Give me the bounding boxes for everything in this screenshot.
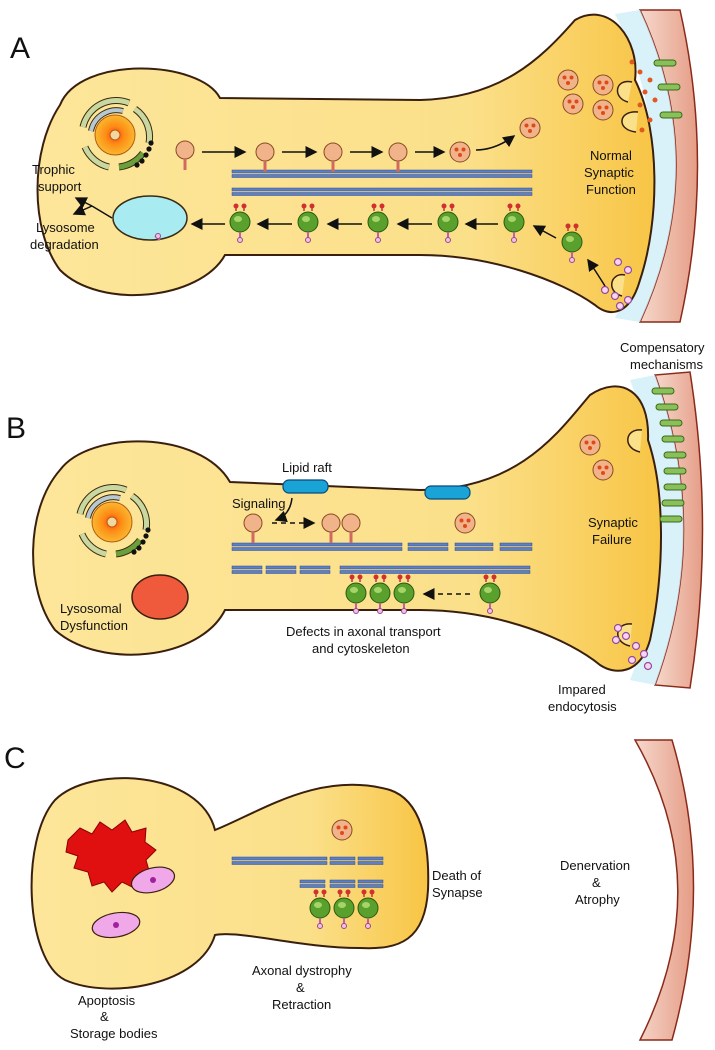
panel-b: B Compensatory mechanisms: [6, 340, 705, 714]
label-endocytosis-2: endocytosis: [548, 699, 617, 714]
vesicle-icon: [454, 512, 476, 534]
release-pocket: [621, 111, 639, 133]
vesicle-icon: [557, 69, 579, 91]
receptor-icon: [653, 59, 683, 119]
label-lysosome-1: Lysosome: [36, 220, 95, 235]
arrow-icon: [190, 218, 606, 287]
endocytic-vesicles: [600, 257, 633, 311]
arrow-icon: [202, 135, 516, 158]
label-defects-2: and cytoskeleton: [312, 641, 410, 656]
label-synaptic-1: Synaptic: [588, 515, 638, 530]
label-synaptic-2: Synaptic: [584, 165, 634, 180]
label-trophic-2: support: [38, 179, 82, 194]
label-denervation-2: &: [592, 875, 601, 890]
microtubule-icon: [231, 542, 533, 574]
label-apoptosis-1: Apoptosis: [78, 993, 136, 1008]
release-pocket: [616, 80, 633, 103]
label-dystrophy-1: Axonal dystrophy: [252, 963, 352, 978]
vesicle-icon: [579, 434, 601, 456]
label-dystrophy-3: Retraction: [272, 997, 331, 1012]
label-endocytosis-1: Impared: [558, 682, 606, 697]
vesicle-icon: [592, 74, 614, 96]
label-synaptic-1: Normal: [590, 148, 632, 163]
lipid-raft-icon: [424, 485, 471, 500]
label-apoptosis-2: &: [100, 1009, 109, 1024]
label-death-2: Synapse: [432, 885, 483, 900]
vesicle-icon: [331, 819, 353, 841]
panel-a: A: [10, 9, 699, 323]
label-compensatory-2: mechanisms: [630, 357, 703, 372]
lipid-raft-icon: [282, 479, 329, 494]
neurotransmitter-dots: [629, 59, 658, 133]
label-signaling: Signaling: [232, 496, 286, 511]
arrow-icon: [274, 497, 293, 523]
label-synaptic-3: Function: [586, 182, 636, 197]
label-lysosomal-1: Lysosomal: [60, 601, 122, 616]
label-denervation-1: Denervation: [560, 858, 630, 873]
panel-letter: B: [6, 412, 26, 445]
label-compensatory-1: Compensatory: [620, 340, 705, 355]
label-trophic-1: Trophic: [32, 162, 75, 177]
neuron-cell-a: [36, 13, 656, 314]
vesicle-icon: [562, 93, 584, 115]
label-denervation-3: Atrophy: [575, 892, 620, 907]
vesicle-icon: [592, 459, 614, 481]
label-lysosome-2: degradation: [30, 237, 99, 252]
microtubule-icon: [231, 856, 384, 888]
receptor-icon: [651, 387, 687, 523]
lysosome: [112, 195, 188, 241]
postsynaptic-membrane: [633, 739, 695, 1041]
label-lysosomal-2: Dysfunction: [60, 618, 128, 633]
vesicle-icon: [449, 141, 471, 163]
label-death-1: Death of: [432, 868, 482, 883]
label-lipid-raft: Lipid raft: [282, 460, 332, 475]
label-synaptic-2: Failure: [592, 532, 632, 547]
panel-letter: A: [10, 32, 30, 65]
release-pocket: [627, 429, 643, 453]
panel-letter: C: [4, 742, 26, 775]
label-dystrophy-2: &: [296, 980, 305, 995]
label-defects-1: Defects in axonal transport: [286, 624, 441, 639]
label-apoptosis-3: Storage bodies: [70, 1026, 158, 1041]
endocytic-vesicles: [611, 623, 653, 671]
vesicle-icon: [592, 99, 614, 121]
vesicle-icon: [519, 117, 541, 139]
lysosome-dysfunctional: [131, 574, 189, 620]
panel-c: C Death of Synapse Denervation & Atrophy…: [4, 739, 695, 1041]
arrow-icon: [72, 197, 113, 219]
